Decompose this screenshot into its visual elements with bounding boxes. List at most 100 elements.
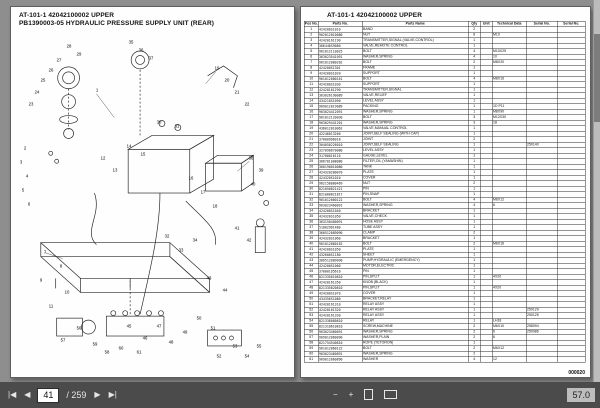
- callout-number: 49: [182, 329, 188, 335]
- callout-number: 7: [43, 249, 47, 255]
- column-header: Technical Data: [492, 21, 527, 27]
- callout-number: 26: [48, 67, 54, 73]
- callout-number: 38: [248, 155, 254, 161]
- callout-number: 58: [104, 349, 110, 355]
- last-page-button[interactable]: ▶|: [106, 390, 120, 400]
- callout-number: 41: [234, 225, 240, 231]
- callout-number: 48: [168, 339, 174, 345]
- page-right: AT-101-1 42042100002 UPPER Pos No.Parts …: [300, 6, 591, 378]
- zoom-level-label: 57.0: [567, 388, 595, 402]
- fit-page-icon: [364, 388, 374, 400]
- callout-number: 50: [196, 315, 202, 321]
- callout-number: 60: [118, 345, 124, 351]
- callout-number: 55: [256, 343, 262, 349]
- callout-number: 40: [250, 181, 256, 187]
- callout-number: 23: [28, 101, 34, 107]
- prev-page-button[interactable]: ◀: [21, 390, 33, 400]
- callout-number: 12: [100, 155, 106, 161]
- toolbar-right: 57.0: [567, 388, 595, 402]
- zoom-out-button[interactable]: −: [330, 390, 341, 400]
- callout-number: 45: [126, 323, 132, 329]
- fit-width-icon: [384, 389, 398, 399]
- right-page-title: AT-101-1 42042100002 UPPER: [327, 12, 422, 19]
- callout-number: 25: [40, 77, 46, 83]
- zoom-in-button[interactable]: +: [346, 390, 357, 400]
- callout-number: 5: [21, 187, 25, 193]
- page-code: 000020: [568, 370, 585, 376]
- callout-number: 6: [27, 201, 31, 207]
- callout-number: 34: [192, 237, 198, 243]
- column-header: Pos No.: [304, 21, 319, 27]
- bottom-toolbar: |◀ ◀ / 259 ▶ ▶| − + 57.0: [0, 382, 600, 408]
- callout-number: 44: [222, 287, 228, 293]
- vertical-scrollbar[interactable]: [593, 0, 600, 382]
- callout-number: 52: [216, 353, 222, 359]
- callout-number: 35: [128, 39, 134, 45]
- scrollbar-thumb[interactable]: [594, 34, 600, 122]
- callout-number: 36: [138, 47, 144, 53]
- callout-number: 61: [136, 349, 142, 355]
- left-page-subtitle: PB1390003-05 HYDRAULIC PRESSURE SUPPLY U…: [19, 20, 214, 27]
- callout-number: 51: [210, 325, 216, 331]
- zoom-tools-group: − +: [330, 388, 400, 403]
- callout-number: 15: [140, 151, 146, 157]
- callout-number: 32: [164, 233, 170, 239]
- callout-number: 24: [34, 89, 40, 95]
- left-page-title: AT-101-1 42042100002 UPPER: [19, 12, 114, 19]
- callout-number: 3: [19, 159, 23, 165]
- callout-number: 33: [178, 247, 184, 253]
- page-count-label: / 259: [66, 390, 87, 400]
- callout-number: 56: [76, 325, 82, 331]
- first-page-button[interactable]: |◀: [5, 390, 19, 400]
- callout-number: 9: [39, 277, 43, 283]
- next-page-button[interactable]: ▶: [91, 390, 103, 400]
- callout-number: 21: [234, 89, 240, 95]
- callout-number: 39: [258, 167, 264, 173]
- callout-number: 53: [232, 343, 238, 349]
- callout-number: 18: [212, 203, 218, 209]
- callout-number: 1: [95, 87, 99, 93]
- page-number-input[interactable]: [37, 387, 60, 403]
- callout-number: 11: [48, 303, 54, 309]
- callout-number: 4: [25, 173, 29, 179]
- page-nav-group: |◀ ◀ / 259 ▶ ▶|: [5, 387, 120, 403]
- page-left: AT-101-1 42042100002 UPPER PB1390003-05 …: [10, 6, 295, 378]
- callout-number: 54: [244, 353, 250, 359]
- callout-number: 57: [60, 337, 66, 343]
- callout-number: 43: [206, 275, 212, 281]
- callout-number: 46: [142, 335, 148, 341]
- fit-page-button[interactable]: [361, 388, 376, 403]
- fit-width-button[interactable]: [381, 389, 400, 402]
- callout-number: 17: [200, 189, 206, 195]
- exploded-diagram: [39, 50, 270, 347]
- callout-number: 47: [156, 323, 162, 329]
